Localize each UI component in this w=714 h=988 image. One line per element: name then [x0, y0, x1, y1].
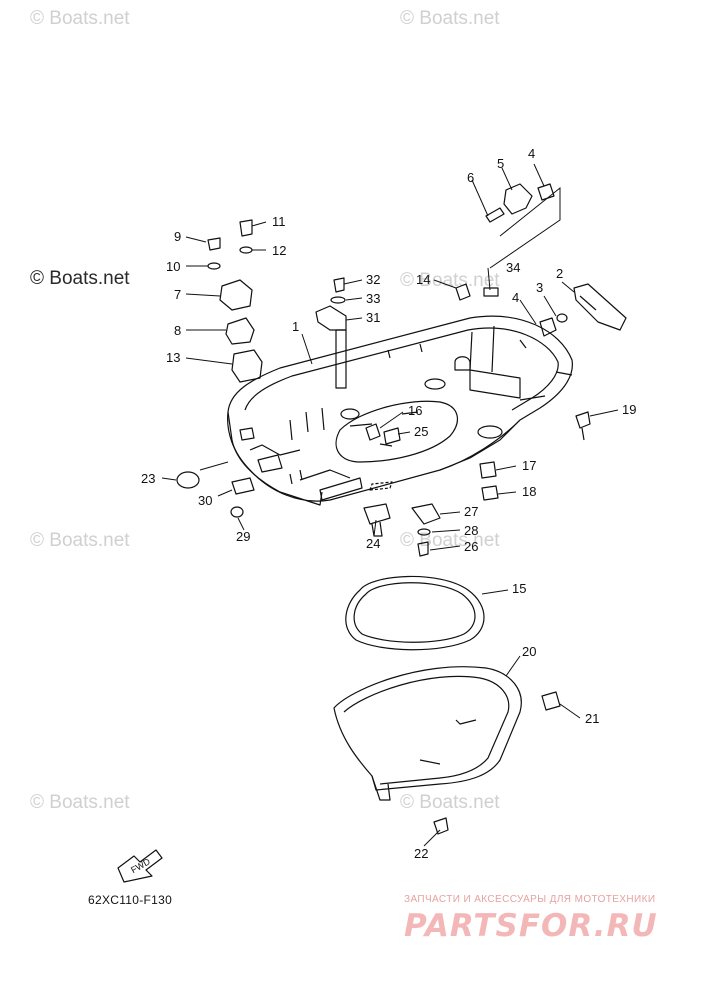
- callout-23: 23: [141, 471, 155, 486]
- part-25-bracket: [383, 427, 401, 445]
- callout-15: 15: [512, 581, 526, 596]
- watermark: © Boats.net: [30, 8, 130, 29]
- callout-30: 30: [198, 493, 212, 508]
- part-2-lever: [573, 283, 627, 331]
- callout-26: 26: [464, 539, 478, 554]
- part-19-screw: [575, 411, 591, 441]
- callout-33: 33: [366, 291, 380, 306]
- part-29-collar: [230, 506, 244, 518]
- callout-8: 8: [174, 323, 181, 338]
- callout-4: 4: [528, 146, 535, 161]
- callout-3: 3: [536, 280, 543, 295]
- callout-31: 31: [366, 310, 380, 325]
- part-30-grommet: [231, 477, 255, 495]
- callout-4-lower: 4: [512, 290, 519, 305]
- part-21-clip: [541, 691, 561, 711]
- watermark: © Boats.net: [400, 270, 500, 291]
- part-4-grommet: [537, 183, 555, 201]
- callout-9: 9: [174, 229, 181, 244]
- shop-logo[interactable]: PARTSFOR.RU: [404, 908, 658, 944]
- part-24-connector: [363, 503, 391, 537]
- watermark: © Boats.net: [30, 530, 130, 551]
- callout-34: 34: [506, 260, 520, 275]
- part-10-washer: [207, 262, 221, 270]
- part-16-nut: [365, 423, 381, 441]
- watermark: © Boats.net: [400, 8, 500, 29]
- part-28-washer: [417, 528, 431, 536]
- part-32-screw: [333, 277, 345, 293]
- callout-32: 32: [366, 272, 380, 287]
- callout-11: 11: [272, 214, 286, 229]
- diagram-code: 62XC110-F130: [88, 893, 173, 907]
- watermark: © Boats.net: [30, 792, 130, 813]
- part-18-plug: [481, 485, 499, 501]
- callout-18: 18: [522, 484, 536, 499]
- callout-20: 20: [522, 644, 536, 659]
- part-9-screw: [207, 237, 221, 251]
- part-7-holder: [219, 279, 253, 311]
- callout-21: 21: [585, 711, 599, 726]
- callout-1: 1: [292, 319, 299, 334]
- callout-27: 27: [464, 504, 478, 519]
- callout-29: 29: [236, 529, 250, 544]
- callout-5: 5: [497, 156, 504, 171]
- callout-14: 14: [416, 272, 430, 287]
- callout-7: 7: [174, 287, 181, 302]
- part-33-washer: [330, 296, 346, 304]
- bottom-cowling: [227, 315, 573, 506]
- part-17-grommet: [479, 461, 497, 479]
- part-14-nut: [455, 283, 471, 301]
- part-15-seal: [345, 575, 485, 651]
- part-8-clip: [225, 317, 255, 345]
- watermark: © Boats.net: [400, 792, 500, 813]
- callout-10: 10: [166, 259, 180, 274]
- callout-2: 2: [556, 266, 563, 281]
- shop-tagline: ЗАПЧАСТИ И АКСЕССУАРЫ ДЛЯ МОТОТЕХНИКИ: [404, 894, 656, 905]
- part-6-bolt: [485, 207, 505, 223]
- callout-17: 17: [522, 458, 536, 473]
- callout-13: 13: [166, 350, 180, 365]
- fwd-arrow-icon: [117, 849, 163, 883]
- part-12-washer: [239, 246, 253, 254]
- callout-16: 16: [408, 403, 422, 418]
- callout-25: 25: [414, 424, 428, 439]
- part-20-lower-cover: [333, 666, 522, 791]
- watermark: © Boats.net: [30, 268, 130, 289]
- callout-24: 24: [366, 536, 380, 551]
- part-31-grip: [315, 305, 347, 331]
- callout-6: 6: [467, 170, 474, 185]
- callout-28: 28: [464, 523, 478, 538]
- part-4-grommet: [539, 317, 557, 337]
- part-11-bolt: [239, 219, 253, 237]
- part-26-screw: [417, 541, 429, 557]
- part-5-bracket: [503, 183, 533, 215]
- part-3-washer: [556, 313, 568, 323]
- part-23-plug: [176, 471, 200, 489]
- part-27-bracket: [411, 503, 441, 525]
- callout-12: 12: [272, 243, 286, 258]
- part-22-screw: [433, 817, 449, 835]
- part-34-label: [483, 287, 499, 297]
- callout-19: 19: [622, 402, 636, 417]
- part-13-block: [231, 349, 263, 383]
- callout-22: 22: [414, 846, 428, 861]
